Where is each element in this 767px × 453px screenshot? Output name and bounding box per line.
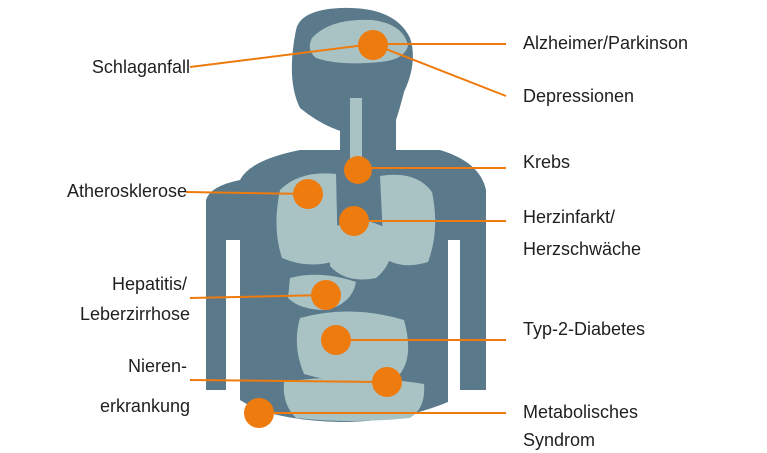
marker-diabetes (321, 325, 351, 355)
label-depressionen: Depressionen (523, 84, 634, 109)
marker-nieren (372, 367, 402, 397)
label-alzheimer: Alzheimer/Parkinson (523, 31, 688, 56)
marker-krebs (344, 156, 372, 184)
label-nieren-line2: erkrankung (100, 394, 190, 419)
label-metabol-line2: Syndrom (523, 428, 595, 453)
label-krebs: Krebs (523, 150, 570, 175)
label-atherosklerose: Atherosklerose (67, 179, 187, 204)
marker-brain (358, 30, 388, 60)
label-metabol-line1: Metabolisches (523, 400, 638, 425)
marker-hepatitis (311, 280, 341, 310)
label-diabetes: Typ-2-Diabetes (523, 317, 645, 342)
label-herz-line2: Herzschwäche (523, 237, 641, 262)
marker-herz (339, 206, 369, 236)
marker-atherosklerose (293, 179, 323, 209)
label-hepatitis-line1: Hepatitis/ (112, 272, 187, 297)
label-hepatitis-line2: Leberzirrhose (80, 302, 190, 327)
marker-metabol (244, 398, 274, 428)
label-schlaganfall: Schlaganfall (92, 55, 190, 80)
label-herz-line1: Herzinfarkt/ (523, 205, 615, 230)
pelvis-shape (284, 377, 424, 421)
label-nieren-line1: Nieren- (128, 354, 187, 379)
